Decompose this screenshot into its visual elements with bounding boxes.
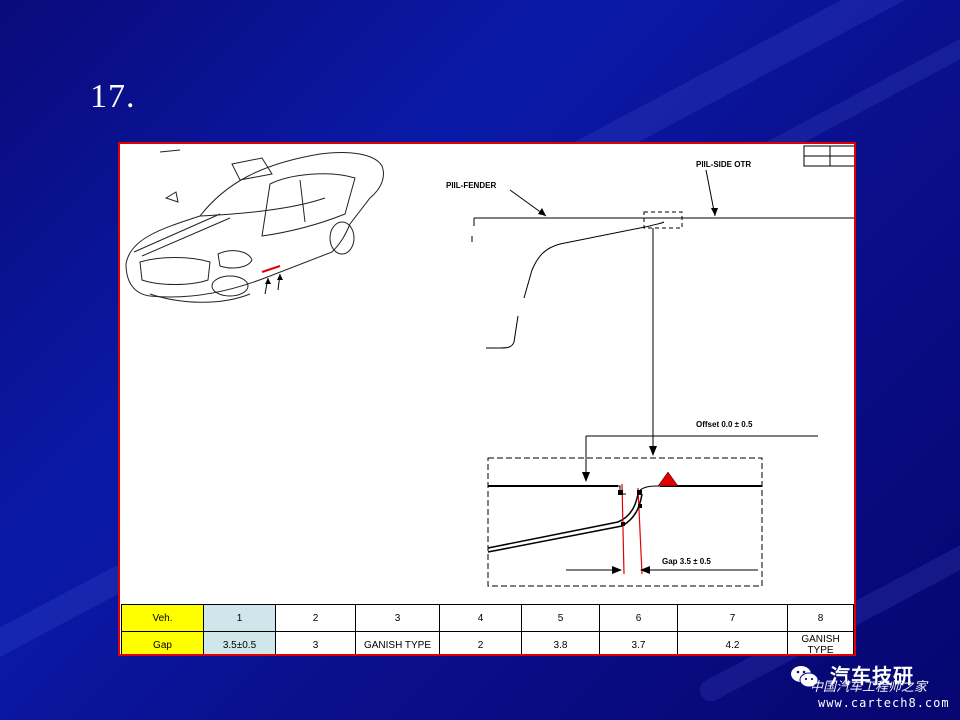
wechat-icon: [791, 666, 819, 688]
vehicle-cell: 3: [355, 604, 440, 632]
drawing-panel: PIIL-FENDER PIIL-SIDE OTR Offset 0.0 ± 0…: [118, 142, 856, 656]
arrowhead: [649, 446, 657, 456]
gap-cell: 3: [275, 631, 356, 654]
gap-cell: 2: [439, 631, 522, 654]
car-illustration: [125, 149, 384, 303]
gap-cell: GANISH TYPE: [355, 631, 440, 654]
arrowhead: [711, 208, 718, 216]
slide-number: 17.: [90, 78, 136, 115]
gap-cell: 3.5±0.5: [203, 631, 276, 654]
table-row-vehicle: Veh. 1 2 3 4 5 6 7 8: [121, 604, 854, 632]
arrowhead: [582, 472, 590, 482]
gap-cell: 3.7: [599, 631, 678, 654]
vehicle-cell: 7: [677, 604, 788, 632]
panel-profile: [471, 211, 854, 349]
label-fender: PIIL-FENDER: [446, 181, 496, 190]
label-offset: Offset 0.0 ± 0.5: [696, 420, 753, 429]
header-cell-vehicle: Veh.: [121, 604, 204, 632]
gap-cell: 4.2: [677, 631, 788, 654]
watermark-title: 汽车技研: [830, 664, 914, 688]
watermark: 汽车技研 中国汽车工程师之家 www.cartech8.com: [790, 660, 960, 720]
watermark-subtitle: 中国汽车工程师之家: [810, 680, 928, 695]
label-side-otr: PIIL-SIDE OTR: [696, 160, 751, 169]
section-drawing: PIIL-FENDER PIIL-SIDE OTR Offset 0.0 ± 0…: [125, 145, 854, 587]
leader-lines: [509, 169, 716, 217]
offset-dimension: [585, 435, 818, 480]
title-block: [803, 145, 854, 167]
label-gap: Gap 3.5 ± 0.5: [662, 557, 711, 566]
arrowhead: [612, 566, 622, 574]
gap-spec-table: Veh. 1 2 3 4 5 6 7 8 Gap 3.5±0.5 3 GANIS…: [121, 604, 854, 654]
vehicle-cell: 2: [275, 604, 356, 632]
gap-cell: 3.8: [521, 631, 600, 654]
vehicle-cell: 8: [787, 604, 854, 632]
vehicle-cell: 6: [599, 604, 678, 632]
vehicle-cell: 1: [203, 604, 276, 632]
arrowhead: [640, 566, 650, 574]
vehicle-cell: 4: [439, 604, 522, 632]
table-row-gap: Gap 3.5±0.5 3 GANISH TYPE 2 3.8 3.7 4.2 …: [121, 631, 854, 654]
watermark-url: www.cartech8.com: [818, 696, 950, 710]
location-markers: [261, 265, 283, 295]
gap-markers: [621, 483, 643, 575]
arrowhead: [538, 208, 546, 216]
detail-points: [618, 490, 642, 526]
gap-cell: GANISH TYPE: [787, 631, 854, 654]
vehicle-cell: 5: [521, 604, 600, 632]
datum-triangle: [657, 471, 679, 487]
header-cell-gap: Gap: [121, 631, 204, 654]
